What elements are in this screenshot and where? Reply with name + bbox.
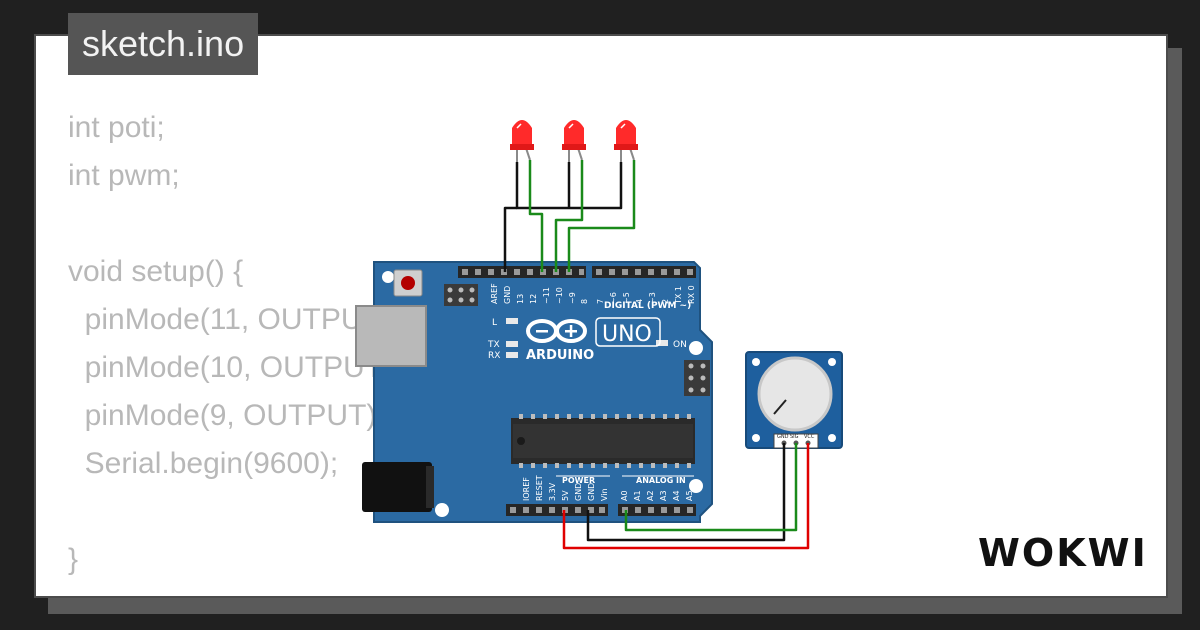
pin-label: 4 <box>635 299 644 304</box>
mount-hole <box>689 479 703 493</box>
file-tab[interactable]: sketch.ino <box>68 13 259 75</box>
pin-label: IOREF <box>522 477 531 501</box>
board-model: UNO <box>602 322 652 347</box>
pin-label: 12 <box>529 294 538 304</box>
code-line: Serial.begin(9600); <box>68 447 339 480</box>
pin-label: 2 <box>661 299 670 304</box>
usb-connector <box>355 305 427 367</box>
red-led-3[interactable] <box>614 120 638 162</box>
digital-header-label: DIGITAL (PWM ~) <box>604 301 691 311</box>
onboard-led-rx <box>506 352 518 358</box>
code-line: } <box>68 543 79 576</box>
onboard-led-l <box>506 318 518 324</box>
pin-label: RX 0 <box>687 285 696 304</box>
wokwi-logo-icon: WOKWI <box>978 531 1148 575</box>
pin-label: A2 <box>646 490 655 501</box>
pin-label: GND <box>587 483 596 501</box>
pin-label: 7 <box>596 299 605 304</box>
pin-label: ~9 <box>568 292 577 304</box>
code-line: pinMode(11, OUTPUT); <box>68 303 400 336</box>
pin-label: A5 <box>685 490 694 501</box>
red-led-1[interactable] <box>510 120 534 162</box>
pot-pin-label: SIG <box>790 434 799 440</box>
led-wires <box>503 160 636 272</box>
wire-green-pin10 <box>554 160 584 272</box>
pin-label: ~10 <box>555 287 564 304</box>
analog-header[interactable] <box>618 504 696 516</box>
power-jack <box>362 462 432 512</box>
pin-label: GND <box>574 483 583 501</box>
mount-hole <box>689 341 703 355</box>
code-line: void setup() { <box>68 255 244 288</box>
potentiometer-knob[interactable] <box>757 356 833 432</box>
pin-label: 5V <box>561 490 570 501</box>
code-line: int poti; <box>68 111 165 144</box>
power-header-label: POWER <box>562 476 595 485</box>
icsp-header-right <box>684 360 710 396</box>
wire-green-a0 <box>624 443 798 532</box>
pot-pin-label: VCC <box>804 434 815 440</box>
wire-green-pin9 <box>567 160 636 272</box>
pin-label: A4 <box>672 490 681 501</box>
led-label-tx: TX <box>487 340 500 350</box>
red-led-2[interactable] <box>562 120 586 162</box>
code-editor[interactable]: int poti; int pwm; void setup() { pinMod… <box>68 104 428 584</box>
analog-header-label: ANALOG IN <box>636 476 686 485</box>
wire-black-gnd <box>503 206 517 272</box>
pin-label: RESET <box>535 475 544 501</box>
led-label-l: L <box>492 318 497 328</box>
icsp-header <box>444 284 478 306</box>
pin-label: ~3 <box>648 292 657 304</box>
wire-red-5v <box>562 443 810 550</box>
mount-hole <box>382 271 394 283</box>
potentiometer[interactable]: GND SIG VCC <box>745 351 843 449</box>
board-brand: ARDUINO <box>526 348 594 363</box>
pin-label: GND <box>503 286 512 304</box>
pot-wires <box>562 443 810 550</box>
pot-pin-label: GND <box>777 434 789 440</box>
pin-label: ~6 <box>609 292 618 304</box>
wire-green-pin11 <box>528 160 544 272</box>
onboard-led-tx <box>506 341 518 347</box>
digital-header[interactable] <box>458 266 696 278</box>
mount-hole <box>435 503 449 517</box>
pin-label: ~5 <box>622 292 631 304</box>
pin-label: 8 <box>580 299 589 304</box>
onboard-led-on <box>656 340 668 346</box>
pin-label: ~11 <box>542 287 551 304</box>
arduino-uno-board[interactable]: AREF GND 13 12 ~11 ~10 ~9 8 7 ~6 ~5 4 ~3… <box>355 261 713 523</box>
pin-label: A3 <box>659 490 668 501</box>
power-jack-rim <box>426 466 434 508</box>
arduino-infinity-icon <box>526 319 587 343</box>
power-header[interactable] <box>506 504 608 516</box>
led-label-rx: RX <box>488 351 500 361</box>
pin-label: 13 <box>516 294 525 304</box>
code-line: pinMode(9, OUTPUT); <box>68 399 385 432</box>
led-label-on: ON <box>673 340 687 350</box>
pin-label: A1 <box>633 490 642 501</box>
wire-black-gnd2 <box>586 443 786 542</box>
pin-label: TX 1 <box>674 286 683 305</box>
atmega-chip <box>511 414 695 468</box>
model-badge <box>595 317 661 347</box>
pin-label: 3.3V <box>548 482 557 501</box>
code-line: int pwm; <box>68 159 180 192</box>
wokwi-logo[interactable]: WOKWI <box>976 526 1148 576</box>
pin-label: Vin <box>600 488 609 501</box>
pin-label: AREF <box>490 283 499 304</box>
wokwi-logo-text: WOKWI <box>978 531 1148 575</box>
pin-label: A0 <box>620 490 629 501</box>
reset-button[interactable] <box>393 269 423 297</box>
